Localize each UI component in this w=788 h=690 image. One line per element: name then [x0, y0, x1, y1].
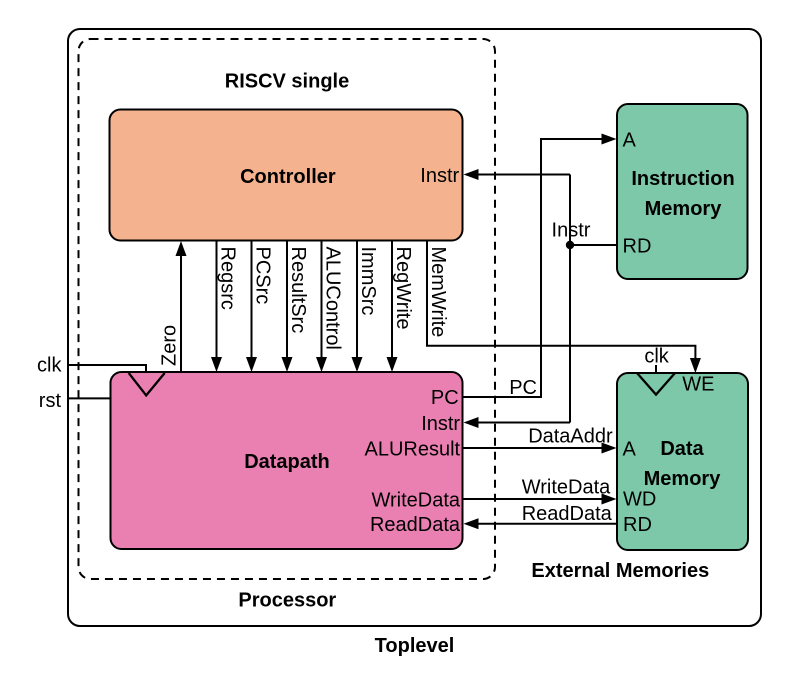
- svg-text:A: A: [623, 438, 637, 460]
- svg-text:A: A: [623, 129, 637, 151]
- svg-text:WD: WD: [623, 489, 656, 511]
- svg-text:Controller: Controller: [240, 166, 336, 188]
- svg-text:ALUControl: ALUControl: [322, 247, 344, 350]
- svg-text:Regsrc: Regsrc: [217, 247, 239, 310]
- svg-text:PCSrc: PCSrc: [252, 247, 274, 305]
- svg-text:Datapath: Datapath: [244, 451, 330, 473]
- svg-text:ALUResult: ALUResult: [364, 438, 460, 460]
- svg-text:Instr: Instr: [420, 165, 459, 187]
- svg-text:Memory: Memory: [645, 198, 723, 220]
- svg-text:RegWrite: RegWrite: [392, 247, 414, 330]
- svg-text:Data: Data: [660, 438, 704, 460]
- svg-text:DataAddr: DataAddr: [528, 425, 613, 447]
- svg-text:rst: rst: [39, 390, 62, 412]
- svg-text:RISCV single: RISCV single: [225, 70, 349, 92]
- svg-text:WriteData: WriteData: [522, 477, 611, 499]
- svg-text:PC: PC: [509, 377, 537, 399]
- svg-text:Zero: Zero: [159, 325, 181, 366]
- svg-text:Instr: Instr: [421, 413, 460, 435]
- svg-text:ReadData: ReadData: [522, 503, 613, 525]
- svg-text:WE: WE: [682, 373, 714, 395]
- svg-text:External Memories: External Memories: [531, 560, 709, 582]
- svg-text:PC: PC: [431, 387, 459, 409]
- svg-text:Toplevel: Toplevel: [375, 635, 455, 657]
- svg-text:ImmSrc: ImmSrc: [357, 247, 379, 316]
- svg-text:Processor: Processor: [238, 589, 336, 611]
- svg-text:ReadData: ReadData: [370, 514, 461, 536]
- svg-text:MemWrite: MemWrite: [427, 247, 449, 338]
- svg-text:RD: RD: [623, 514, 652, 536]
- svg-text:clk: clk: [644, 345, 669, 367]
- svg-text:clk: clk: [37, 354, 62, 376]
- svg-text:RD: RD: [623, 235, 652, 257]
- svg-text:Memory: Memory: [644, 468, 722, 490]
- svg-text:ResultSrc: ResultSrc: [287, 247, 309, 334]
- svg-text:WriteData: WriteData: [371, 489, 460, 511]
- svg-text:Instr: Instr: [552, 220, 591, 242]
- svg-text:Instruction: Instruction: [631, 168, 734, 190]
